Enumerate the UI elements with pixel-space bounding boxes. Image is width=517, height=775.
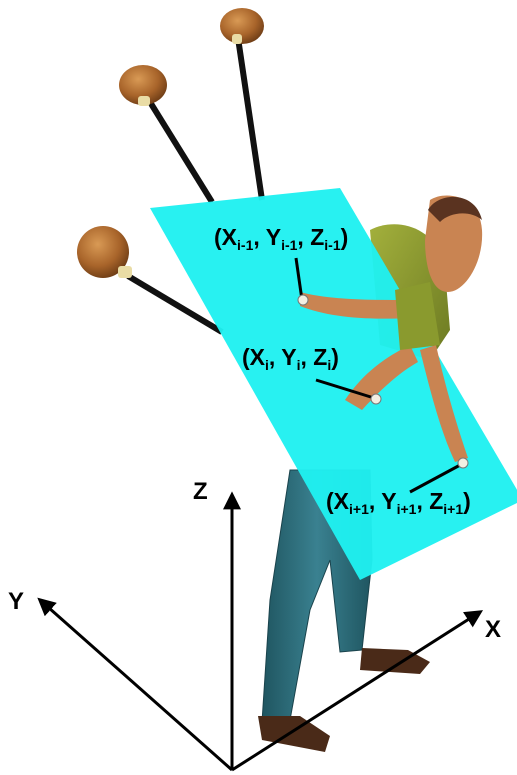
point-2-z-sub: i (327, 357, 332, 373)
coordinate-axes (37, 491, 484, 772)
z-axis-label: Z (193, 478, 208, 505)
point-1-y-sub: i-1 (281, 237, 298, 253)
point-3-y-sub: i+1 (396, 501, 417, 517)
point-label-3: (Xi+1, Yi+1, Zi+1) (326, 488, 471, 517)
y-axis (37, 597, 233, 772)
point-markers (294, 257, 469, 494)
point-2-x-sub: i (265, 357, 269, 373)
y-axis-label: Y (8, 588, 25, 615)
club-shafts (126, 37, 265, 335)
club-head-middle (119, 65, 167, 106)
point-2-x: X (249, 344, 266, 370)
golfer-arms (300, 282, 468, 462)
point-label-1: (Xi-1, Yi-1, Zi-1) (214, 224, 349, 253)
point-3-marker (457, 457, 469, 469)
point-3-x: X (333, 488, 350, 514)
point-3-z: Z (429, 488, 444, 514)
club-head-top (220, 8, 264, 44)
shoe-left (258, 716, 330, 752)
point-1-x-sub: i-1 (237, 237, 254, 253)
pointer-2 (315, 378, 375, 400)
shaft-lower (126, 273, 224, 335)
point-1-y: Y (265, 224, 282, 250)
x-axis-label: X (485, 616, 502, 643)
pointer-3 (409, 462, 463, 494)
point-1-marker (297, 294, 309, 306)
shaft-middle (147, 100, 215, 204)
point-3-x-sub: i+1 (349, 501, 369, 517)
point-label-2: (Xi, Yi, Zi) (242, 344, 339, 373)
point-1-z-sub: i-1 (324, 237, 341, 253)
arm-lower (420, 345, 468, 462)
x-axis (231, 610, 484, 772)
point-1-x: X (221, 224, 238, 250)
golfer-hair (428, 196, 482, 222)
point-2-y: Y (281, 344, 297, 370)
pointer-1 (294, 257, 304, 301)
arm-upper (300, 292, 412, 319)
shaft-top (235, 37, 265, 201)
point-1-z: Z (310, 224, 325, 250)
point-2-y-sub: i (296, 357, 301, 373)
club-head-lower (77, 226, 132, 278)
point-2-marker (370, 393, 382, 405)
sleeve (395, 282, 440, 350)
point-2-z: Z (313, 344, 328, 370)
club-heads (77, 8, 264, 278)
point-3-z-sub: i+1 (443, 501, 464, 517)
point-3-y: Y (381, 488, 397, 514)
